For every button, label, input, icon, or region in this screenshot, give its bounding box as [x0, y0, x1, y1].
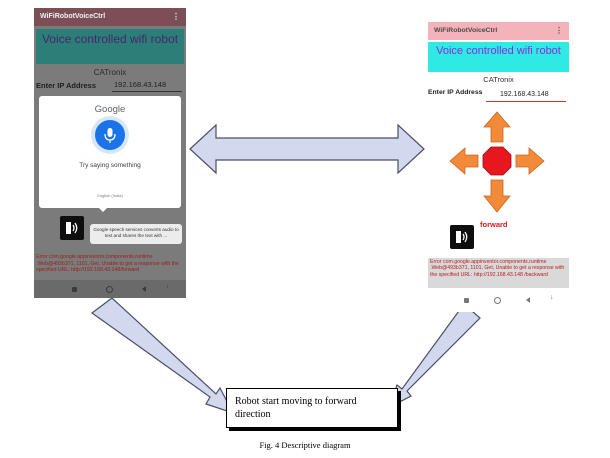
- header-title: Voice controlled wifi robot: [428, 42, 569, 72]
- nav-down-icon[interactable]: ↓: [166, 283, 170, 290]
- ip-label: Enter IP Address: [36, 81, 97, 90]
- nav-home-icon[interactable]: [106, 286, 113, 293]
- mic-icon: [104, 128, 116, 143]
- language-label[interactable]: English (India): [97, 193, 123, 198]
- command-status: forward: [480, 220, 508, 229]
- ip-label: Enter IP Address: [428, 89, 483, 96]
- error-message: Error com.google.appinventor.components.…: [428, 258, 569, 288]
- double-headed-arrow: [189, 123, 425, 175]
- android-nav-bar: ↓: [428, 294, 569, 308]
- left-phone-screenshot: WiFiRobotVoiceCtrl ⋮ Voice controlled wi…: [34, 8, 186, 298]
- google-logo: Google: [94, 104, 126, 115]
- nav-back-icon[interactable]: [526, 297, 530, 303]
- dialog-pointer: [98, 207, 108, 212]
- left-diagonal-arrow: [90, 297, 235, 415]
- nav-recent-icon[interactable]: [72, 287, 77, 292]
- dpad-up-arrow-icon[interactable]: [483, 111, 511, 143]
- app-title-bar: WiFiRobotVoiceCtrl ⋮: [34, 8, 186, 26]
- speech-prompt: Try saying something: [79, 162, 141, 169]
- android-nav-bar: ↓: [34, 280, 186, 298]
- stop-octagon-icon[interactable]: [482, 146, 512, 176]
- menu-dots-icon[interactable]: ⋮: [555, 26, 563, 35]
- brand-label: CATronix: [483, 75, 514, 84]
- header-title: Voice controlled wifi robot: [36, 29, 184, 64]
- dpad-right-arrow-icon[interactable]: [515, 147, 545, 175]
- ip-input-underline: [112, 91, 182, 92]
- mic-button[interactable]: [95, 120, 125, 150]
- brand-label: CATronix: [93, 68, 127, 77]
- voice-speaker-icon: [66, 222, 78, 234]
- right-diagonal-arrow: [388, 303, 481, 409]
- voice-button[interactable]: [60, 216, 84, 240]
- result-box: Robot start moving to forward direction: [226, 388, 398, 428]
- voice-speaker-icon: [456, 231, 468, 243]
- dpad-down-arrow-icon[interactable]: [483, 179, 511, 213]
- right-phone-screenshot: WiFiRobotVoiceCtrl ⋮ Voice controlled wi…: [428, 22, 569, 312]
- nav-home-icon[interactable]: [494, 297, 501, 304]
- nav-back-icon[interactable]: [142, 286, 146, 292]
- app-title: WiFiRobotVoiceCtrl: [434, 27, 498, 34]
- speech-services-toast: Google speech services converts audio to…: [90, 224, 182, 244]
- ip-input[interactable]: 192.168.43.148: [114, 80, 167, 89]
- google-speech-dialog: Google Try saying something English (Ind…: [39, 96, 181, 208]
- ip-input[interactable]: 192.168.43.148: [500, 91, 549, 98]
- nav-down-icon[interactable]: ↓: [550, 294, 554, 301]
- ip-input-underline: [486, 101, 566, 102]
- menu-dots-icon[interactable]: ⋮: [172, 12, 180, 21]
- voice-button[interactable]: [450, 225, 474, 249]
- dpad-left-arrow-icon[interactable]: [449, 147, 479, 175]
- figure-caption: Fig. 4 Descriptive diagram: [259, 440, 351, 450]
- error-message: Error com.google.appinventor.components.…: [36, 254, 179, 273]
- app-title-bar: WiFiRobotVoiceCtrl ⋮: [428, 22, 569, 40]
- app-title: WiFiRobotVoiceCtrl: [40, 13, 106, 20]
- direction-pad: [449, 111, 545, 213]
- nav-recent-icon[interactable]: [464, 298, 469, 303]
